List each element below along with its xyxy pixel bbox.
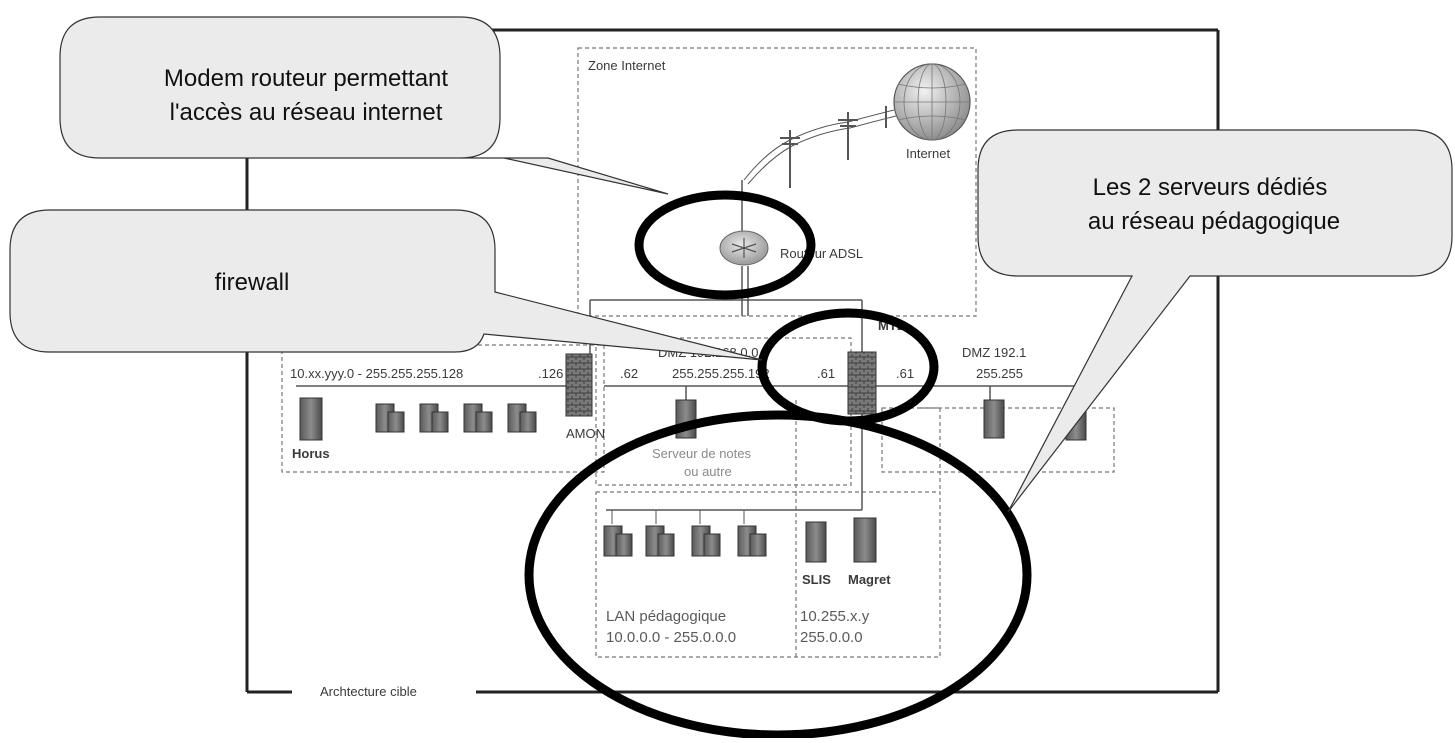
dmz-left-box (595, 337, 852, 486)
workstation-icon (507, 403, 537, 433)
callout-firewall: firewall (9, 209, 763, 361)
internet-label: Internet (906, 146, 950, 161)
dmz-left-ip: .61 (817, 366, 835, 381)
lan-peda-network: 10.0.0.0 - 255.0.0.0 (606, 629, 736, 646)
callout-modem-line2: l'accès au réseau internet (170, 99, 443, 126)
workstation-icon (463, 403, 493, 433)
callout-servers-line1: Les 2 serveurs dédiés (1093, 174, 1328, 201)
horus-label: Horus (292, 446, 330, 461)
servers-peda-network-2: 255.0.0.0 (800, 629, 863, 646)
zone-internet-title: Zone Internet (588, 58, 666, 73)
globe-icon (893, 63, 971, 141)
lan-admin-network: 10.xx.yyy.0 - 255.255.255.128 (290, 366, 463, 381)
frame-caption: Archtecture cible (320, 684, 417, 699)
lan-admin-workstations (375, 403, 537, 433)
workstation-icon (375, 403, 405, 433)
callout-servers: Les 2 serveurs dédiés au réseau pédagogi… (977, 129, 1453, 513)
callout-servers-line2: au réseau pédagogique (1088, 208, 1340, 235)
router-icon (719, 230, 769, 266)
dmz-right-network-1: DMZ 192.1 (962, 345, 1026, 360)
workstation-icon (645, 525, 675, 557)
workstation-icon (691, 525, 721, 557)
lan-peda-workstations (603, 510, 767, 557)
server-icon (983, 399, 1005, 439)
servers-peda-network-1: 10.255.x.y (800, 608, 870, 625)
mte-ip: .61 (896, 366, 914, 381)
zone-internet-box (577, 47, 977, 317)
callout-modem-line1: Modem routeur permettant (164, 65, 448, 92)
dmz-left-network-2: 255.255.255.192 (672, 366, 770, 381)
workstation-icon (419, 403, 449, 433)
lan-peda-title: LAN pédagogique (606, 608, 726, 625)
amon-firewall-icon (565, 353, 593, 417)
notes-server-label-2: ou autre (684, 464, 732, 479)
network-links (296, 299, 1080, 511)
lan-admin-ip: .126 (538, 366, 563, 381)
horus-server-icon (299, 397, 323, 441)
magret-server-icon (853, 517, 877, 563)
workstation-icon (603, 525, 633, 557)
slis-server-icon (805, 521, 827, 563)
amon-ip: .62 (620, 366, 638, 381)
callout-firewall-text: firewall (215, 269, 290, 296)
servers-highlight (524, 410, 1032, 740)
lan-admin-box (281, 344, 605, 473)
notes-server-label-1: Serveur de notes (652, 446, 752, 461)
highlight-ellipses (524, 190, 1032, 740)
amon-label: AMON (566, 426, 605, 441)
dmz-right-network-2: 255.255 (976, 366, 1023, 381)
magret-label: Magret (848, 572, 891, 587)
workstation-icon (737, 525, 767, 557)
telephone-poles-icon (743, 106, 897, 188)
lan-peda-box (595, 491, 941, 658)
router-label: Routeur ADSL (780, 246, 863, 261)
mte-firewall-icon (847, 351, 877, 415)
slis-label: SLIS (802, 572, 831, 587)
callout-modem: Modem routeur permettant l'accès au rése… (59, 16, 669, 195)
router-highlight (634, 190, 816, 300)
